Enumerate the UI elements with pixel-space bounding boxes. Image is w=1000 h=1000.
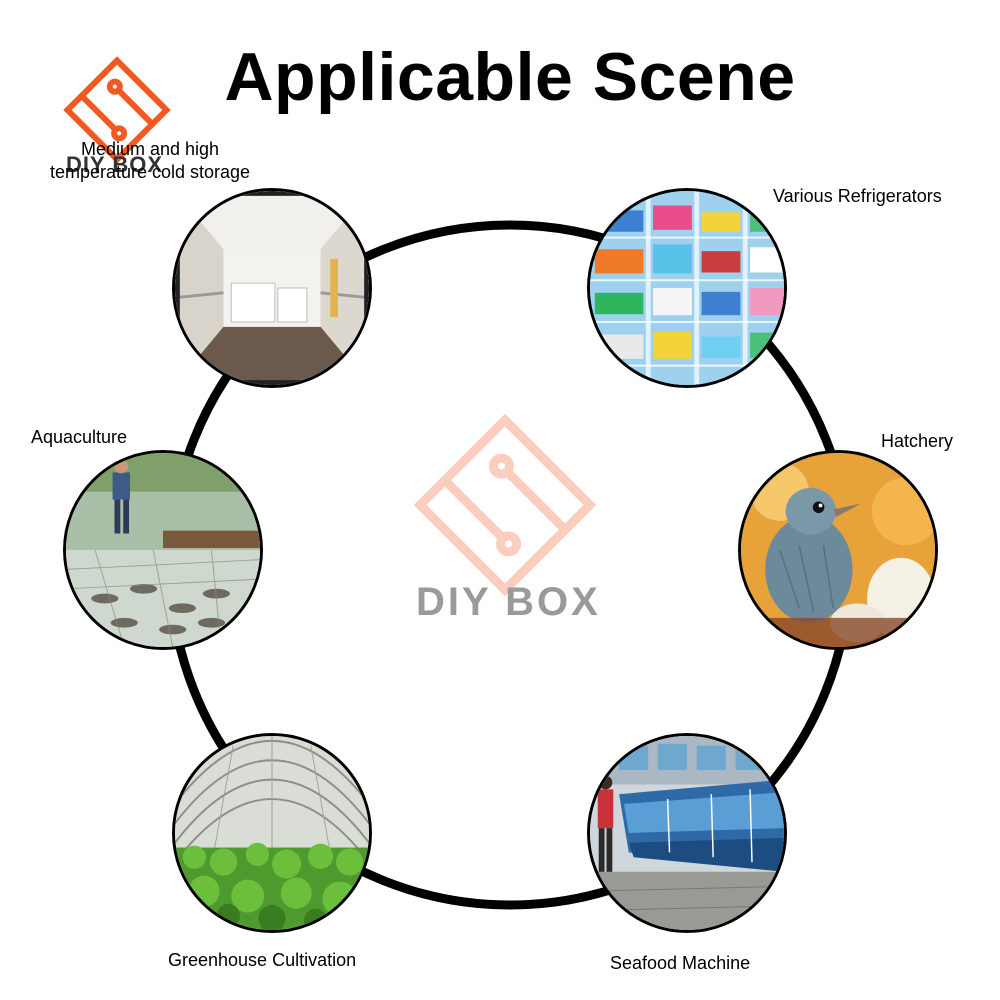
cold-storage-truck-photo xyxy=(172,188,372,388)
cold-storage-label: Medium and high temperature cold storage xyxy=(49,139,251,182)
watermark-brand-name: DIY BOX xyxy=(416,580,601,624)
seafood-tank-photo xyxy=(587,733,787,933)
page-title: Applicable Scene xyxy=(224,39,796,115)
chick-photo xyxy=(738,450,938,650)
greenhouse-photo xyxy=(172,733,372,933)
fish-net-photo xyxy=(63,450,263,650)
brand-name: DIY BOX xyxy=(66,152,164,177)
greenhouse-label: Greenhouse Cultivation xyxy=(168,950,357,970)
refrigerators-label: Various Refrigerators xyxy=(773,186,942,206)
aquaculture-label: Aquaculture xyxy=(31,427,128,447)
diy-box-logo-icon xyxy=(63,56,171,164)
hatchery-label: Hatchery xyxy=(881,431,954,451)
seafood-machine-label: Seafood Machine xyxy=(610,953,751,973)
diy-box-watermark-icon xyxy=(413,413,597,597)
refrigerator-display-photo xyxy=(587,188,787,388)
